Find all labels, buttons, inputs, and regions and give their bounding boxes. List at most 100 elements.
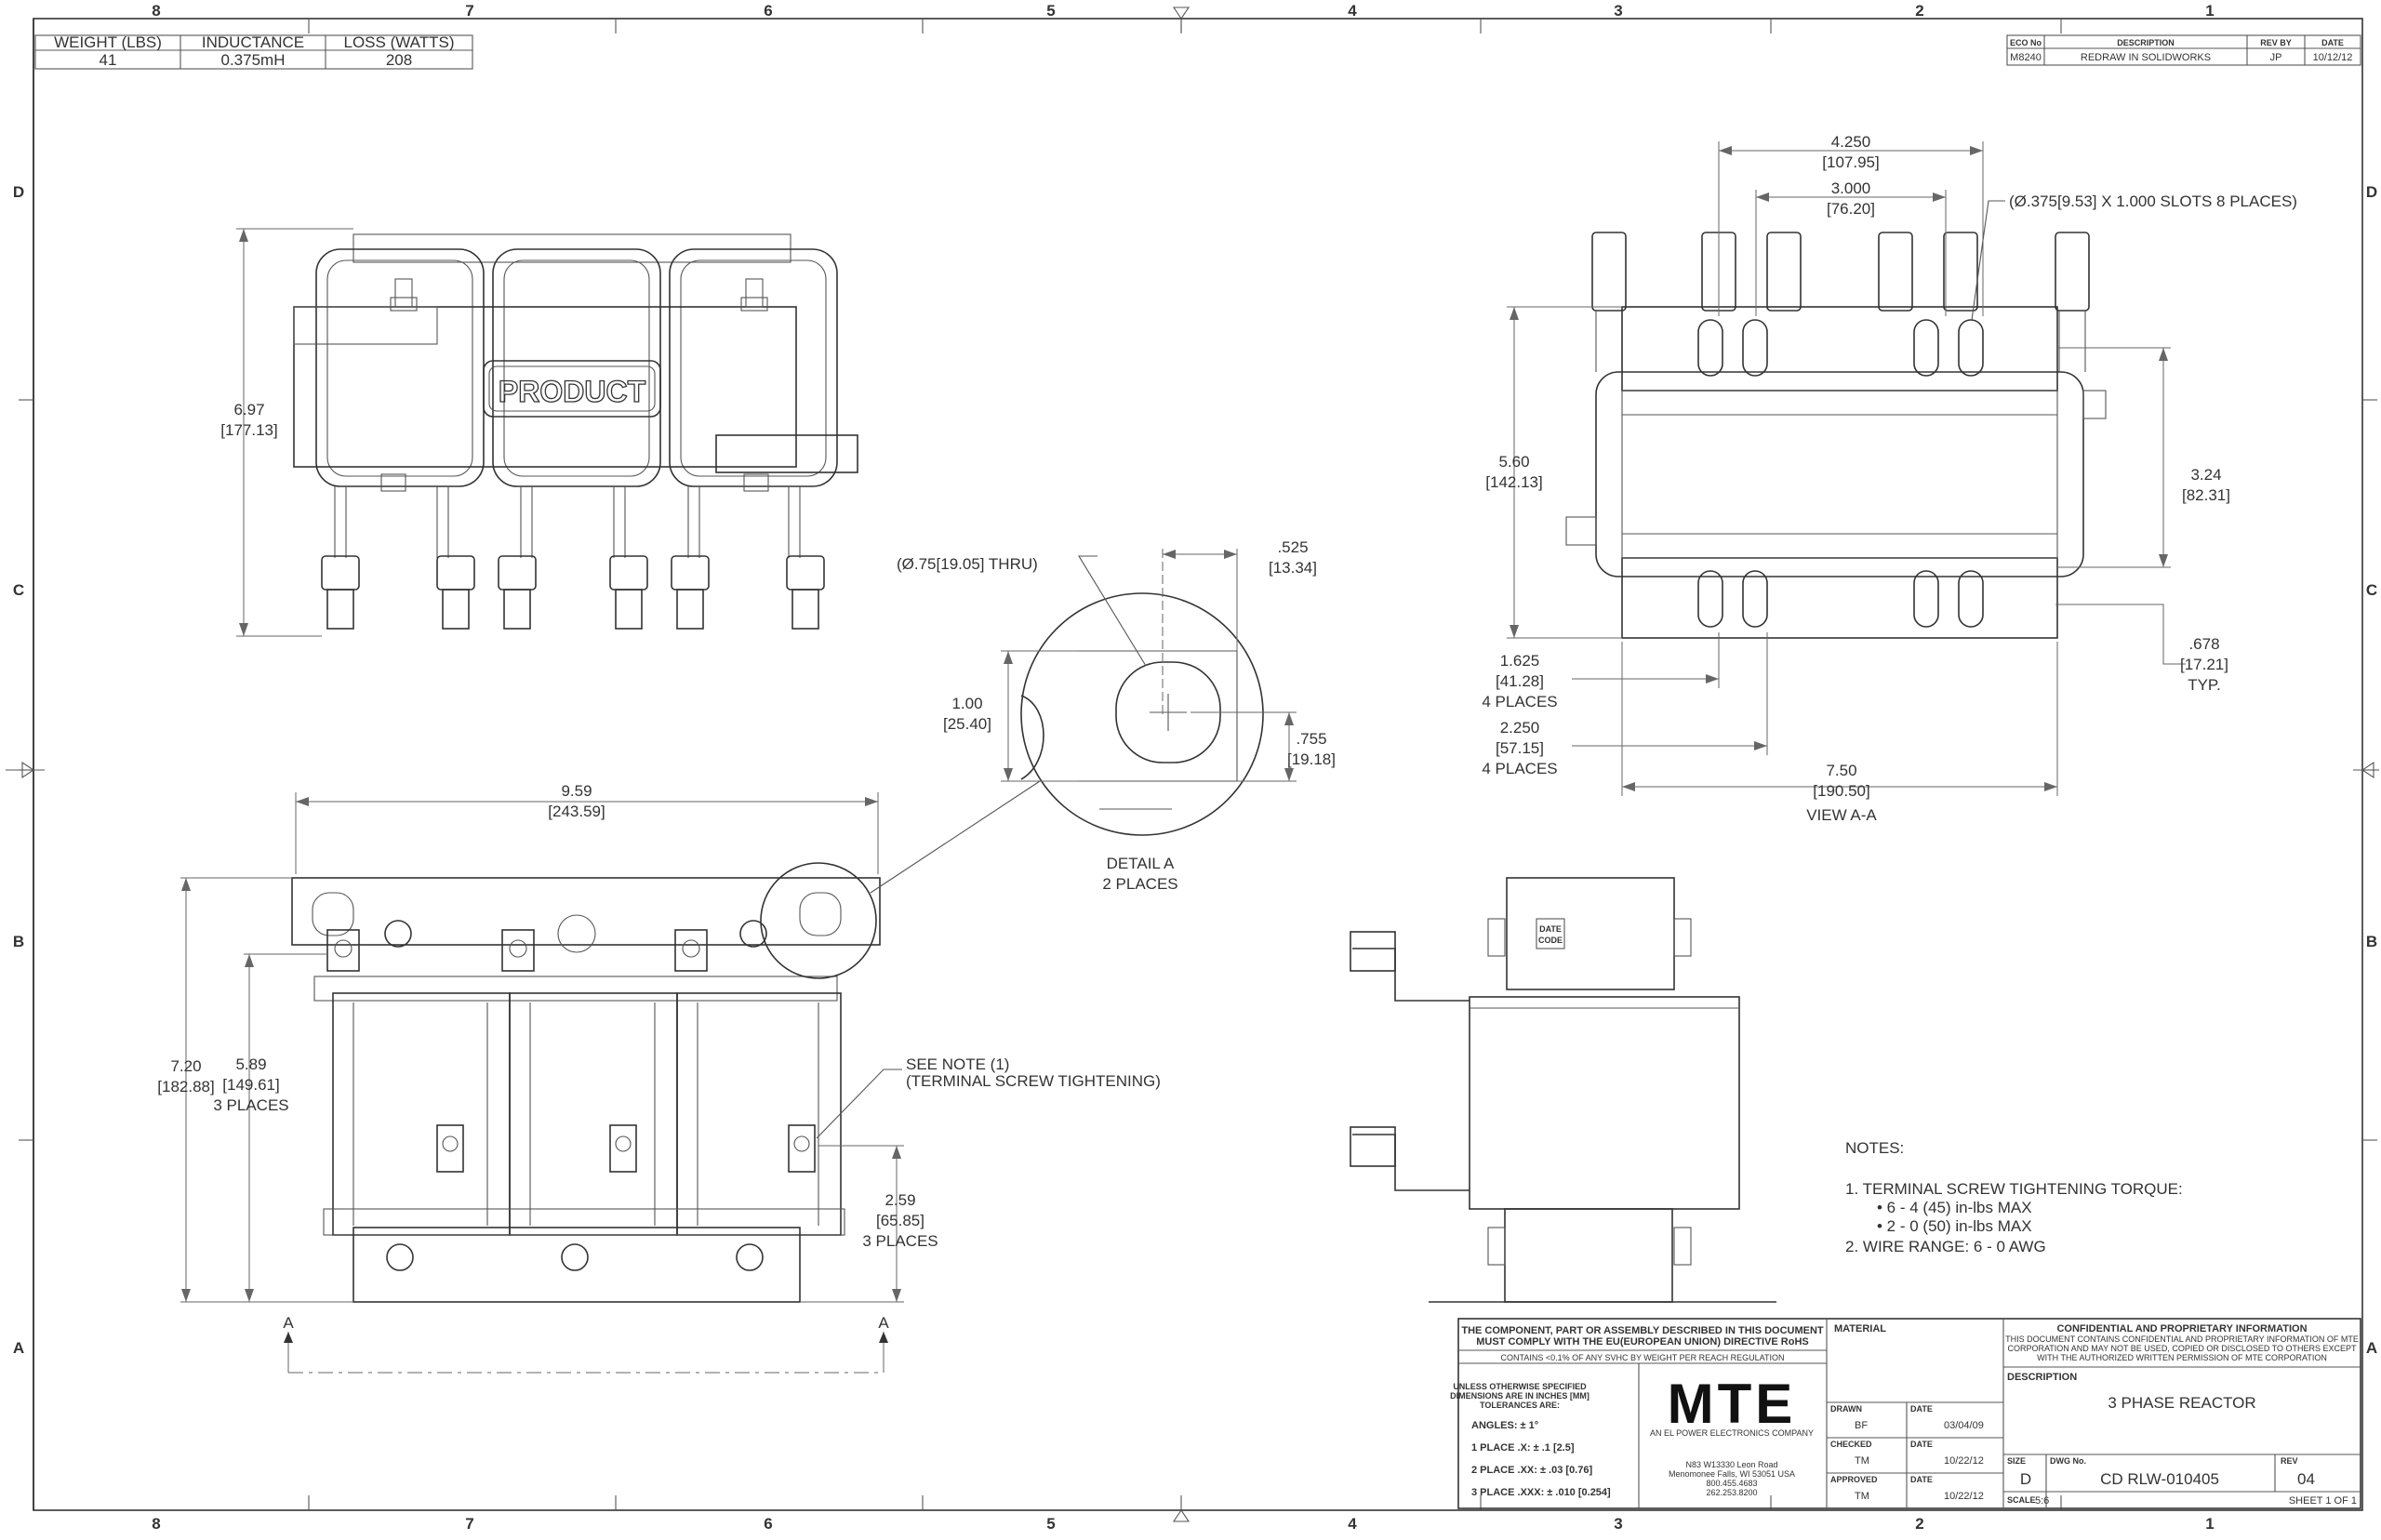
side-coil-in: 5.89 [235, 1055, 266, 1073]
address-line-2: Menomonee Falls, WI 53051 USA [1669, 1469, 1795, 1479]
tolerance-2-place: 2 PLACE .XX: ± .03 [0.76] [1471, 1465, 1592, 1476]
address-line-1: N83 W13330 Leon Road [1685, 1460, 1777, 1469]
spec-header-loss: LOSS (WATTS) [344, 33, 455, 51]
zone-col-7-bottom: 7 [465, 1515, 473, 1533]
dwg-number: CD RLW-010405 [2100, 1470, 2219, 1488]
checked-by: TM [1855, 1455, 1869, 1467]
approved-label: APPROVED [1830, 1475, 1878, 1484]
zone-row-c-left: C [13, 581, 24, 599]
see-note-1-detail: (TERMINAL SCREW TIGHTENING) [906, 1072, 1161, 1090]
approved-date: 10/22/12 [1944, 1491, 1984, 1502]
view-x1-mm: [41.28] [1496, 672, 1544, 690]
address-line-3: 800.455.4683 [1706, 1479, 1757, 1488]
mte-logo: MTE [1668, 1373, 1797, 1435]
spec-value-inductance: 0.375mH [221, 51, 286, 69]
size-label: SIZE [2007, 1456, 2026, 1466]
zone-col-6-top: 6 [764, 2, 772, 20]
rev-label: REV [2281, 1456, 2298, 1466]
view-slot-span-in: 3.24 [2190, 466, 2221, 484]
tolerance-head-1: UNLESS OTHERWISE SPECIFIED [1453, 1382, 1587, 1391]
detail-height-mm: [25.40] [943, 715, 991, 733]
tolerance-head-2: DIMENSIONS ARE IN INCHES [MM] [1450, 1391, 1590, 1401]
view-inner-mm: [76.20] [1827, 200, 1875, 218]
view-outer-mm: [107.95] [1822, 153, 1879, 171]
section-mark-right: A [878, 1314, 889, 1332]
confidential-line-4: WITH THE AUTHORIZED WRITTEN PERMISSION O… [2037, 1353, 2327, 1362]
zone-col-8-bottom: 8 [152, 1515, 160, 1533]
view-height-mm: [142.13] [1485, 473, 1542, 491]
tolerance-head-3: TOLERANCES ARE: [1480, 1401, 1560, 1410]
drawn-date: 03/04/09 [1944, 1420, 1984, 1431]
view-width-in: 7.50 [1826, 762, 1856, 779]
side-coil-places: 3 PLACES [213, 1096, 288, 1114]
revision-table: ECO No DESCRIPTION REV BY DATE M8240 RED… [2006, 34, 2361, 66]
section-mark-left: A [283, 1314, 294, 1332]
zone-col-4-top: 4 [1348, 2, 1357, 20]
side-width-in: 9.59 [561, 782, 592, 800]
rev-header-eco: ECO No [2010, 38, 2042, 47]
side-terminal-places: 3 PLACES [862, 1232, 938, 1250]
zone-row-a-right: A [2366, 1339, 2377, 1357]
checked-date: 10/22/12 [1944, 1455, 1984, 1467]
rev-description: REDRAW IN SOLIDWORKS [2081, 52, 2211, 63]
zone-col-1-bottom: 1 [2205, 1515, 2214, 1533]
spec-header-inductance: INDUCTANCE [202, 33, 304, 51]
rev-eco: M8240 [2010, 52, 2042, 63]
side-height-mm: [182.88] [157, 1078, 214, 1095]
see-note-1: SEE NOTE (1) [906, 1055, 1009, 1073]
date-code-line1: DATE [1539, 924, 1562, 934]
detail-center-in: .755 [1296, 730, 1326, 748]
checked-label: CHECKED [1830, 1440, 1872, 1449]
view-title: VIEW A-A [1806, 806, 1877, 824]
zone-col-7-top: 7 [465, 2, 473, 20]
drawn-by: BF [1855, 1420, 1868, 1431]
view-typ-mm: [17.21] [2180, 656, 2228, 673]
front-view: PRODUCT 6.97 [177.13] [220, 228, 858, 637]
zone-col-2-bottom: 2 [1915, 1515, 1923, 1533]
notes-heading: NOTES: [1845, 1139, 1904, 1157]
rev-value: 04 [2297, 1470, 2315, 1488]
zone-row-b-right: B [2366, 933, 2377, 950]
rev-header-revby: REV BY [2260, 38, 2292, 47]
notes-line-4: 2. WIRE RANGE: 6 - 0 AWG [1845, 1238, 2046, 1255]
zone-col-3-top: 3 [1614, 2, 1622, 20]
zone-col-6-bottom: 6 [764, 1515, 772, 1533]
rev-header-date: DATE [2321, 38, 2344, 47]
view-slot-callout: (Ø.375[9.53] X 1.000 SLOTS 8 PLACES) [2009, 192, 2297, 210]
zone-col-5-top: 5 [1046, 2, 1055, 20]
title-block: THE COMPONENT, PART OR ASSEMBLY DESCRIBE… [1450, 1318, 2361, 1509]
side-height-in: 7.20 [170, 1057, 201, 1075]
view-width-mm: [190.50] [1813, 782, 1869, 800]
zone-labels: 8 7 6 5 4 3 2 1 8 7 6 5 4 3 2 1 D C B A … [13, 2, 2377, 1533]
tolerance-3-place: 3 PLACE .XXX: ± .010 [0.254] [1471, 1487, 1611, 1498]
side-terminal-mm: [65.85] [876, 1212, 924, 1229]
product-label: PRODUCT [499, 375, 646, 408]
view-typ-label: TYP. [2188, 676, 2221, 694]
view-x2-places: 4 PLACES [1482, 760, 1557, 777]
view-x2-mm: [57.15] [1496, 739, 1544, 757]
spec-value-loss: 208 [386, 51, 412, 69]
zone-col-3-bottom: 3 [1614, 1515, 1622, 1533]
notes: NOTES: 1. TERMINAL SCREW TIGHTENING TORQ… [1845, 1139, 2183, 1255]
material-label: MATERIAL [1834, 1323, 1886, 1334]
side-coil-mm: [149.61] [222, 1076, 279, 1094]
zone-col-1-top: 1 [2205, 2, 2214, 20]
detail-height-in: 1.00 [951, 695, 982, 712]
view-slot-span-mm: [82.31] [2182, 486, 2230, 504]
tolerance-angles: ANGLES: ± 1° [1471, 1420, 1538, 1431]
drawn-label: DRAWN [1830, 1404, 1862, 1414]
tolerance-1-place: 1 PLACE .X: ± .1 [2.5] [1471, 1442, 1575, 1454]
detail-places: 2 PLACES [1102, 875, 1177, 893]
side-view: 9.59 [243.59] 7.20 [182.88] 5.89 [149.61… [157, 780, 1161, 1374]
drawing-border [6, 7, 2379, 1522]
spec-value-weight: 41 [100, 51, 117, 69]
rohs-line-2: MUST COMPLY WITH THE EU(EUROPEAN UNION) … [1476, 1336, 1809, 1348]
end-view: DATE CODE [1350, 877, 1776, 1303]
spec-header-weight: WEIGHT (LBS) [54, 33, 162, 51]
confidential-line-3: CORPORATION AND MAY NOT BE USED, COPIED … [2007, 1344, 2357, 1353]
view-inner-in: 3.000 [1831, 179, 1871, 197]
front-height-mm: [177.13] [220, 421, 277, 439]
zone-row-d-left: D [13, 183, 24, 201]
detail-a: (Ø.75[19.05] THRU) .525 [13.34] 1.00 [25… [897, 538, 1336, 893]
notes-line-1: 1. TERMINAL SCREW TIGHTENING TORQUE: [1845, 1180, 2183, 1198]
